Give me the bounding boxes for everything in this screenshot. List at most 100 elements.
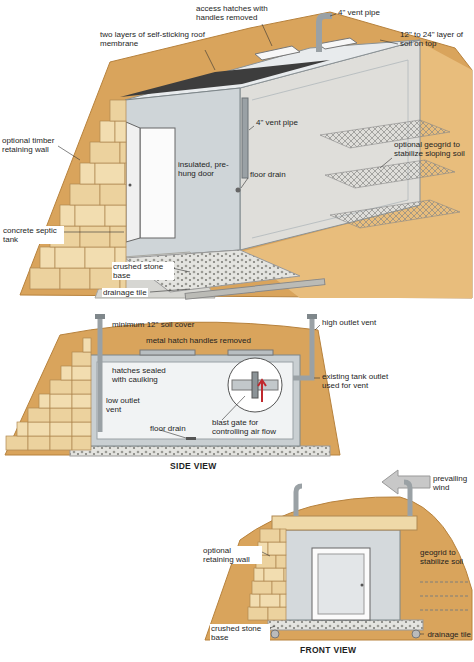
callout-label: floor drain	[150, 424, 186, 433]
timber-block	[272, 581, 286, 594]
callout-label: blast gate for controlling air flow	[212, 418, 290, 436]
timber-block	[72, 408, 91, 422]
callout-label: optional retaining wall	[202, 546, 262, 564]
timber-block	[260, 529, 280, 542]
timber-block	[60, 268, 90, 289]
timber-block	[72, 436, 91, 450]
callout-label: two layers of self-sticking roof membran…	[100, 30, 208, 48]
open-door	[126, 122, 140, 242]
timber-block	[50, 436, 72, 450]
timber-block	[268, 542, 286, 555]
timber-block	[50, 394, 72, 408]
vent-pipe	[242, 98, 248, 178]
callout-label: high outlet vent	[322, 318, 376, 327]
timber-block	[85, 247, 115, 268]
tank-wall	[90, 355, 300, 446]
crushed-stone-base	[268, 620, 423, 630]
timber-block	[28, 436, 50, 450]
timber-block	[125, 163, 126, 184]
side-illustration	[5, 314, 430, 494]
soil-mound	[20, 12, 472, 298]
callout-label: 4" vent pipe	[256, 118, 298, 127]
timber-block	[50, 408, 72, 422]
callout-label: prevailing wind	[433, 474, 471, 492]
callout-label: access hatches with handles removed	[196, 4, 292, 22]
timber-block	[105, 205, 126, 226]
geogrid	[330, 200, 460, 228]
door-opening	[140, 128, 175, 238]
cap-slab	[272, 516, 417, 530]
timber-block	[252, 581, 272, 594]
timber-block	[95, 163, 125, 184]
timber-block	[254, 568, 264, 581]
geogrid	[325, 160, 455, 188]
timber-block	[40, 247, 55, 268]
leader-lines	[58, 14, 424, 634]
timber-block	[110, 100, 126, 121]
timber-block	[260, 594, 280, 607]
timber-block	[39, 394, 50, 408]
tank-front	[125, 88, 240, 258]
soil-mound	[205, 497, 472, 640]
timber-retaining-wall	[6, 338, 91, 450]
low-outlet-vent	[98, 318, 103, 432]
callout-label: drainage tile	[102, 288, 148, 297]
callout-label: hatches sealed with caulking	[112, 366, 180, 384]
timber-block	[28, 408, 50, 422]
callout-label: 4" vent pipe	[338, 8, 380, 17]
callout-label: low outlet vent	[106, 396, 156, 414]
timber-block	[80, 226, 110, 247]
timber-block	[264, 568, 284, 581]
timber-block	[75, 205, 105, 226]
timber-block	[280, 594, 286, 607]
callout-label: drainage tile	[427, 630, 471, 639]
timber-block	[284, 568, 286, 581]
top-illustration	[20, 12, 472, 299]
vent-pipe	[319, 16, 332, 52]
timber-block	[100, 121, 115, 142]
timber-block	[250, 594, 260, 607]
floor-drain	[236, 188, 241, 193]
geogrid	[420, 582, 468, 610]
timber-block	[72, 366, 91, 380]
timber-block	[276, 555, 286, 568]
callout-label: optional timber retaining wall	[2, 136, 58, 154]
callout-label: geogrid to stabilize soil	[420, 548, 470, 566]
hatch	[228, 350, 273, 355]
drainage-tile	[412, 630, 420, 638]
timber-block	[28, 422, 50, 436]
view-title: FRONT VIEW	[300, 646, 356, 655]
timber-block	[248, 607, 268, 620]
air-flow-arrow	[258, 380, 266, 402]
timber-block	[6, 436, 28, 450]
timber-block	[72, 352, 91, 366]
access-hatch	[318, 38, 357, 49]
callout-label: 12" to 24" layer of soil on top	[400, 30, 470, 48]
timber-block	[90, 142, 120, 163]
timber-block	[100, 184, 126, 205]
callout-label: crushed stone base	[210, 624, 270, 642]
timber-retaining-wall	[248, 529, 286, 620]
timber-retaining-wall	[30, 100, 126, 289]
blast-gate-inset	[228, 358, 282, 412]
callout-label: crushed stone base	[112, 262, 174, 280]
timber-block	[60, 205, 75, 226]
timber-block	[83, 338, 91, 352]
tank-front	[285, 530, 400, 620]
callout-label: insulated, pre-hung door	[178, 160, 234, 178]
soil-cover	[5, 322, 340, 455]
timber-block	[80, 163, 95, 184]
timber-block	[120, 142, 126, 163]
timber-block	[280, 529, 286, 542]
timber-block	[268, 607, 286, 620]
timber-block	[72, 380, 91, 394]
door	[312, 548, 370, 620]
timber-block	[50, 380, 72, 394]
view-title: SIDE VIEW	[170, 462, 217, 471]
timber-block	[72, 394, 91, 408]
callout-label: concrete septic tank	[2, 226, 64, 244]
timber-block	[30, 268, 60, 289]
timber-block	[55, 247, 85, 268]
drainage-tile	[185, 279, 325, 300]
vent-pipe	[296, 486, 302, 516]
